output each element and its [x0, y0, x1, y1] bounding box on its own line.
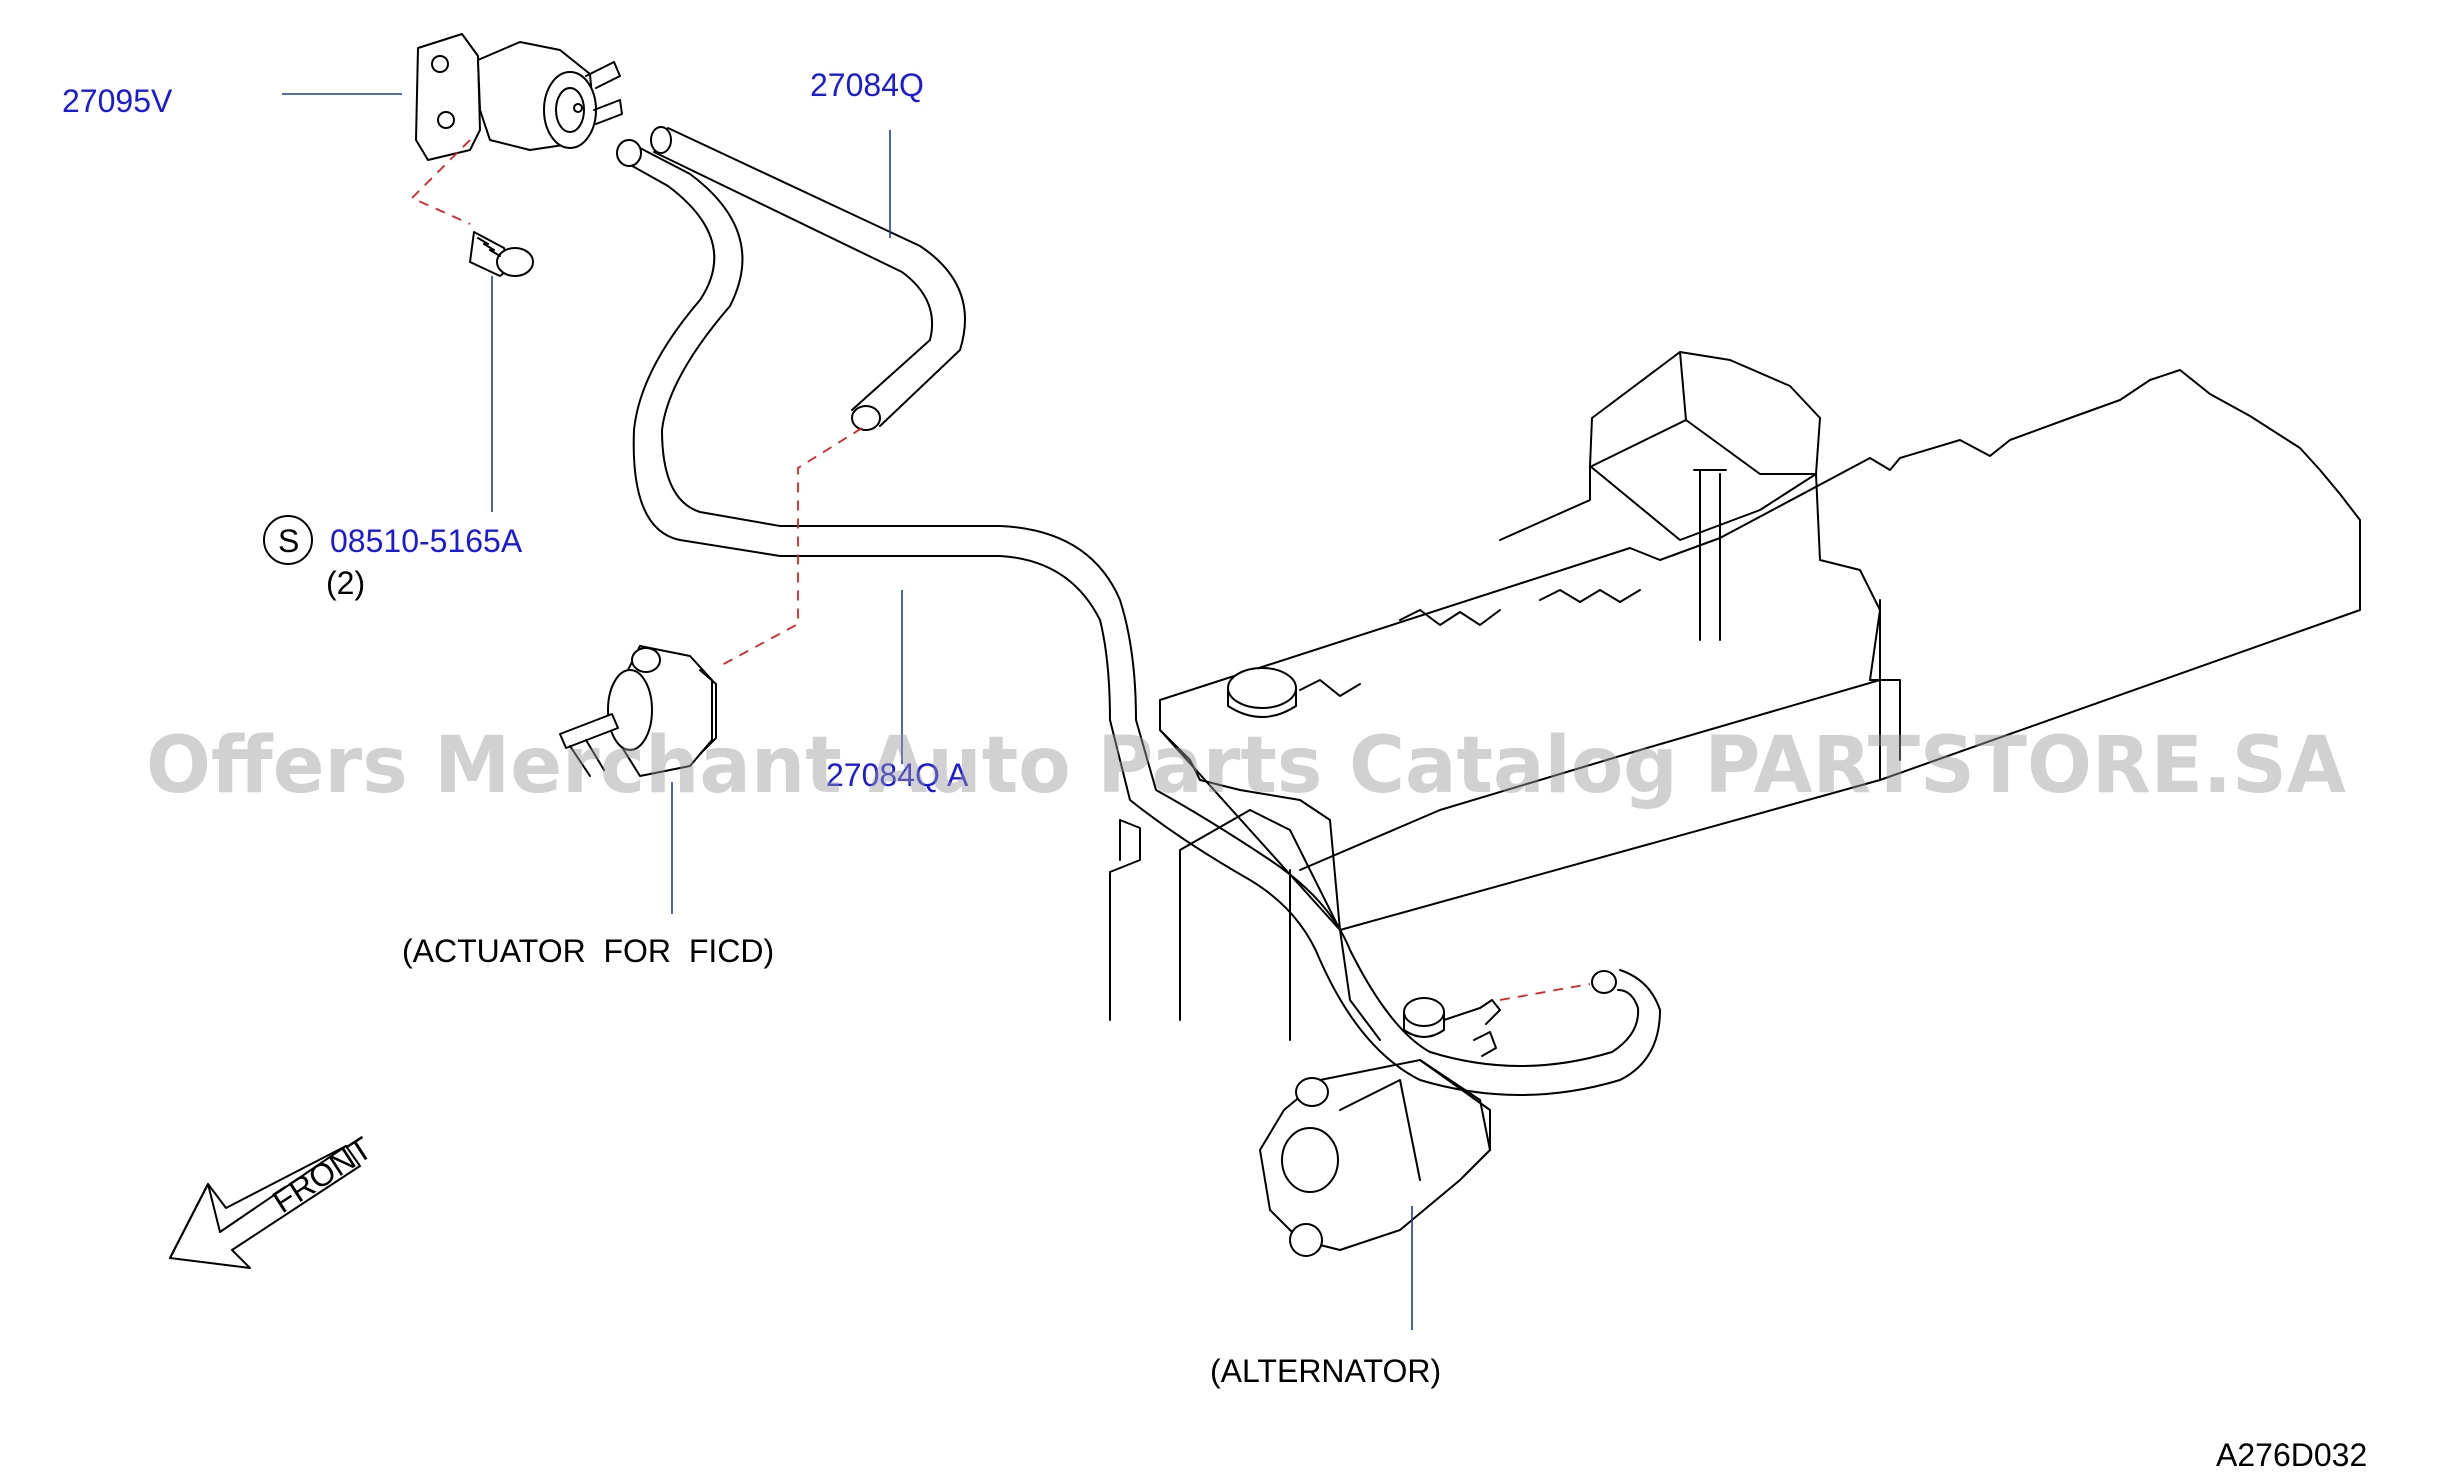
connection-dash-lines [410, 139, 1591, 1001]
callout-27084q[interactable]: 27084Q [810, 67, 924, 103]
hose-27084q-upper [650, 126, 966, 431]
bolt-standard-symbol [263, 515, 313, 565]
bolt-illustration [469, 231, 534, 277]
vsv-valve-illustration [415, 33, 623, 161]
watermark: Offers Merchant Auto Parts Catalog PARTS… [146, 721, 2346, 811]
bolt-quantity: (2) [326, 565, 365, 601]
leader-lines [282, 93, 1413, 1330]
callout-27095v[interactable]: 27095V [62, 83, 173, 119]
hose-27084q-a-main [616, 139, 1661, 1096]
callout-27084q-a[interactable]: 27084Q A [826, 757, 969, 793]
callout-08510-5165a[interactable]: 08510-5165A [330, 523, 523, 559]
front-arrow-icon [169, 1145, 361, 1269]
bolt-symbol-letter: S [278, 523, 299, 559]
alternator-illustration [1259, 1059, 1491, 1257]
ficd-actuator-illustration [559, 645, 717, 777]
hose-fitting-illustration [1403, 997, 1501, 1057]
actuator-label: (ACTUATOR FOR FICD) [402, 933, 774, 969]
front-label: FRONT [266, 1130, 378, 1220]
engine-block-illustration [1109, 351, 2361, 1041]
alternator-label: (ALTERNATOR) [1210, 1353, 1441, 1389]
diagram-code: A276D032 [2216, 1437, 2367, 1473]
